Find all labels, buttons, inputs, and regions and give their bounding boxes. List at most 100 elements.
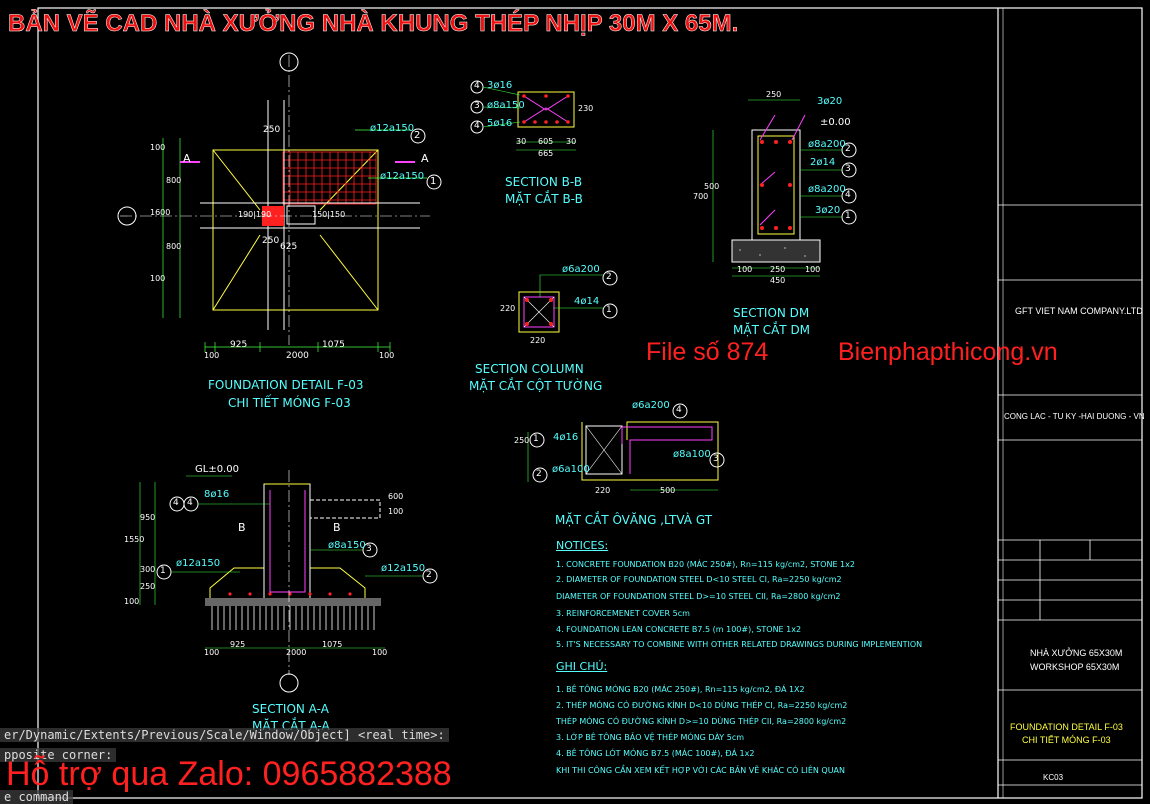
bb-dim: 230 [578, 104, 594, 113]
column-dim: 220 [530, 336, 546, 345]
section-dm [712, 99, 857, 277]
ovang-callout: 4 [676, 405, 682, 415]
tb-company: GFT VIET NAM COMPANY.LTD [1015, 306, 1143, 316]
ovang-dim: 250 [514, 436, 530, 445]
column-dim: 220 [500, 304, 516, 313]
ghichu-item: THÉP MÓNG CÓ ĐƯỜNG KÍNH D>=10 DÙNG THÉP … [556, 717, 847, 726]
aa-rebar: 8ø16 [204, 489, 230, 500]
ghichu-item: 1. BÊ TÔNG MÓNG B20 (MÁC 250#), Rn=115 k… [556, 685, 805, 694]
dm-rebar: ø8a200 [808, 139, 846, 150]
dm-dim: 700 [693, 192, 709, 201]
f03-dim: 800 [166, 242, 182, 251]
section-ovang [527, 403, 725, 491]
f03-dim: 2000 [286, 351, 309, 361]
ovang-callout: 2 [536, 469, 542, 479]
f03-dim: 800 [166, 176, 182, 185]
command-input[interactable]: e command [0, 790, 74, 804]
aa-title-en: SECTION A-A [252, 702, 329, 716]
notice-item: 5. IT'S NECESSARY TO COMBINE WITH OTHER … [556, 640, 923, 649]
f03-title-vn: CHI TIẾT MÓNG F-03 [228, 396, 351, 410]
notice-item: 2. DIAMETER OF FOUNDATION STEEL D<10 STE… [556, 575, 842, 584]
ovang-rebar: ø6a100 [552, 464, 590, 475]
bb-dim: 605 [538, 137, 554, 146]
tb-project-en: WORKSHOP 65X30M [1030, 662, 1120, 672]
bb-dim: 30 [566, 137, 577, 146]
bb-callout: 4 [474, 81, 480, 91]
dm-dim: 100 [805, 265, 821, 274]
f03-dim: 100 [150, 274, 166, 283]
aa-dim: 100 [388, 507, 404, 516]
overlay-zalo-support: Hỗ trợ qua Zalo: 0965882388 [6, 755, 452, 793]
aa-dim: 100 [204, 648, 220, 657]
notice-item: 4. FOUNDATION LEAN CONCRETE B7.5 (m 100#… [556, 625, 802, 634]
foundation-plan-f03 [117, 52, 442, 352]
bb-rebar: ø8a150 [487, 100, 525, 111]
ovang-rebar: ø8a100 [673, 449, 711, 460]
dm-dim: 450 [770, 276, 786, 285]
column-callout: 2 [606, 272, 612, 282]
f03-title-en: FOUNDATION DETAIL F-03 [208, 378, 364, 392]
f03-dim: 250 [262, 236, 280, 246]
overlay-title: BẢN VẼ CAD NHÀ XƯỞNG NHÀ KHUNG THÉP NHỊP… [8, 10, 739, 38]
aa-dim: 600 [388, 492, 404, 501]
dm-callout: 1 [845, 211, 851, 221]
f03-cut-a: A [421, 152, 429, 165]
f03-dim: 100 [150, 143, 166, 152]
f03-callout: 2 [414, 130, 421, 141]
aa-callout: 2 [426, 570, 432, 580]
aa-dim: 100 [124, 597, 140, 606]
f03-dim: 1600 [150, 208, 171, 217]
ovang-dim: 220 [595, 486, 611, 495]
f03-dim: 100 [204, 351, 220, 360]
tb-drawing-vn: CHI TIẾT MÓNG F-03 [1022, 735, 1111, 745]
aa-callout: 4 [173, 498, 179, 508]
tb-drawing-en: FOUNDATION DETAIL F-03 [1010, 722, 1123, 732]
dm-title-en: SECTION DM [733, 306, 810, 320]
bb-callout: 3 [474, 101, 480, 111]
ovang-title: MẶT CẮT ÔVĂNG ,LTVÀ GT [555, 513, 713, 527]
aa-dim: 925 [230, 640, 246, 649]
aa-dim: 950 [140, 513, 156, 522]
tb-address: CONG LAC - TU KY -HAI DUONG - VN [1004, 412, 1145, 421]
ghichu-item: KHI THI CÔNG CẦN XEM KẾT HỢP VỚI CÁC BẢN… [556, 766, 846, 775]
bb-dim: 665 [538, 149, 554, 158]
ovang-rebar: ø6a200 [632, 400, 670, 411]
overlay-file-number: File số 874 [646, 338, 769, 366]
aa-cut-b: B [238, 521, 246, 534]
ovang-callout: 1 [533, 434, 539, 444]
f03-callout: 1 [430, 176, 437, 187]
section-aa [139, 470, 438, 693]
ghichu-heading: GHI CHÚ: [556, 660, 608, 673]
dm-callout: 2 [845, 144, 851, 154]
ghichu-item: 4. BÊ TÔNG LÓT MÓNG B7.5 (MÁC 100#), ĐÁ … [556, 749, 755, 758]
aa-rebar: ø12a150 [381, 563, 426, 574]
dm-title-vn: MẶT CẮT DM [733, 323, 811, 337]
dm-rebar: 3ø20 [817, 96, 843, 107]
column-title-vn: MẶT CẮT CỘT TƯỜNG [469, 379, 603, 393]
column-title-en: SECTION COLUMN [475, 362, 584, 376]
f03-dim: 100 [379, 351, 395, 360]
command-history-line: er/Dynamic/Extents/Previous/Scale/Window… [0, 728, 449, 742]
notice-item: DIAMETER OF FOUNDATION STEEL D>=10 STEEL… [556, 592, 841, 601]
dm-callout: 4 [845, 190, 851, 200]
aa-level: GL±0.00 [195, 464, 239, 475]
aa-dim: 1550 [124, 535, 145, 544]
dm-callout: 3 [845, 164, 851, 174]
notice-item: 3. REINFORCEMENET COVER 5cm [556, 609, 690, 618]
aa-dim: 2000 [286, 648, 307, 657]
dm-dim: 250 [770, 265, 786, 274]
dm-dim: 500 [704, 182, 720, 191]
f03-dim: 1075 [322, 340, 345, 350]
drawing-frame [37, 7, 1143, 799]
f03-dim: 250 [263, 125, 281, 135]
dm-rebar: 2ø14 [810, 157, 836, 168]
column-callout: 1 [606, 305, 612, 315]
ovang-rebar: 4ø16 [553, 432, 579, 443]
overlay-site-link[interactable]: Bienphapthicong.vn [838, 338, 1058, 366]
aa-callout: 3 [366, 544, 372, 554]
aa-dim: 100 [372, 648, 388, 657]
bb-dim: 30 [516, 137, 527, 146]
aa-rebar: ø8a150 [328, 540, 366, 551]
command-history-line: pposite corner: [0, 748, 117, 762]
